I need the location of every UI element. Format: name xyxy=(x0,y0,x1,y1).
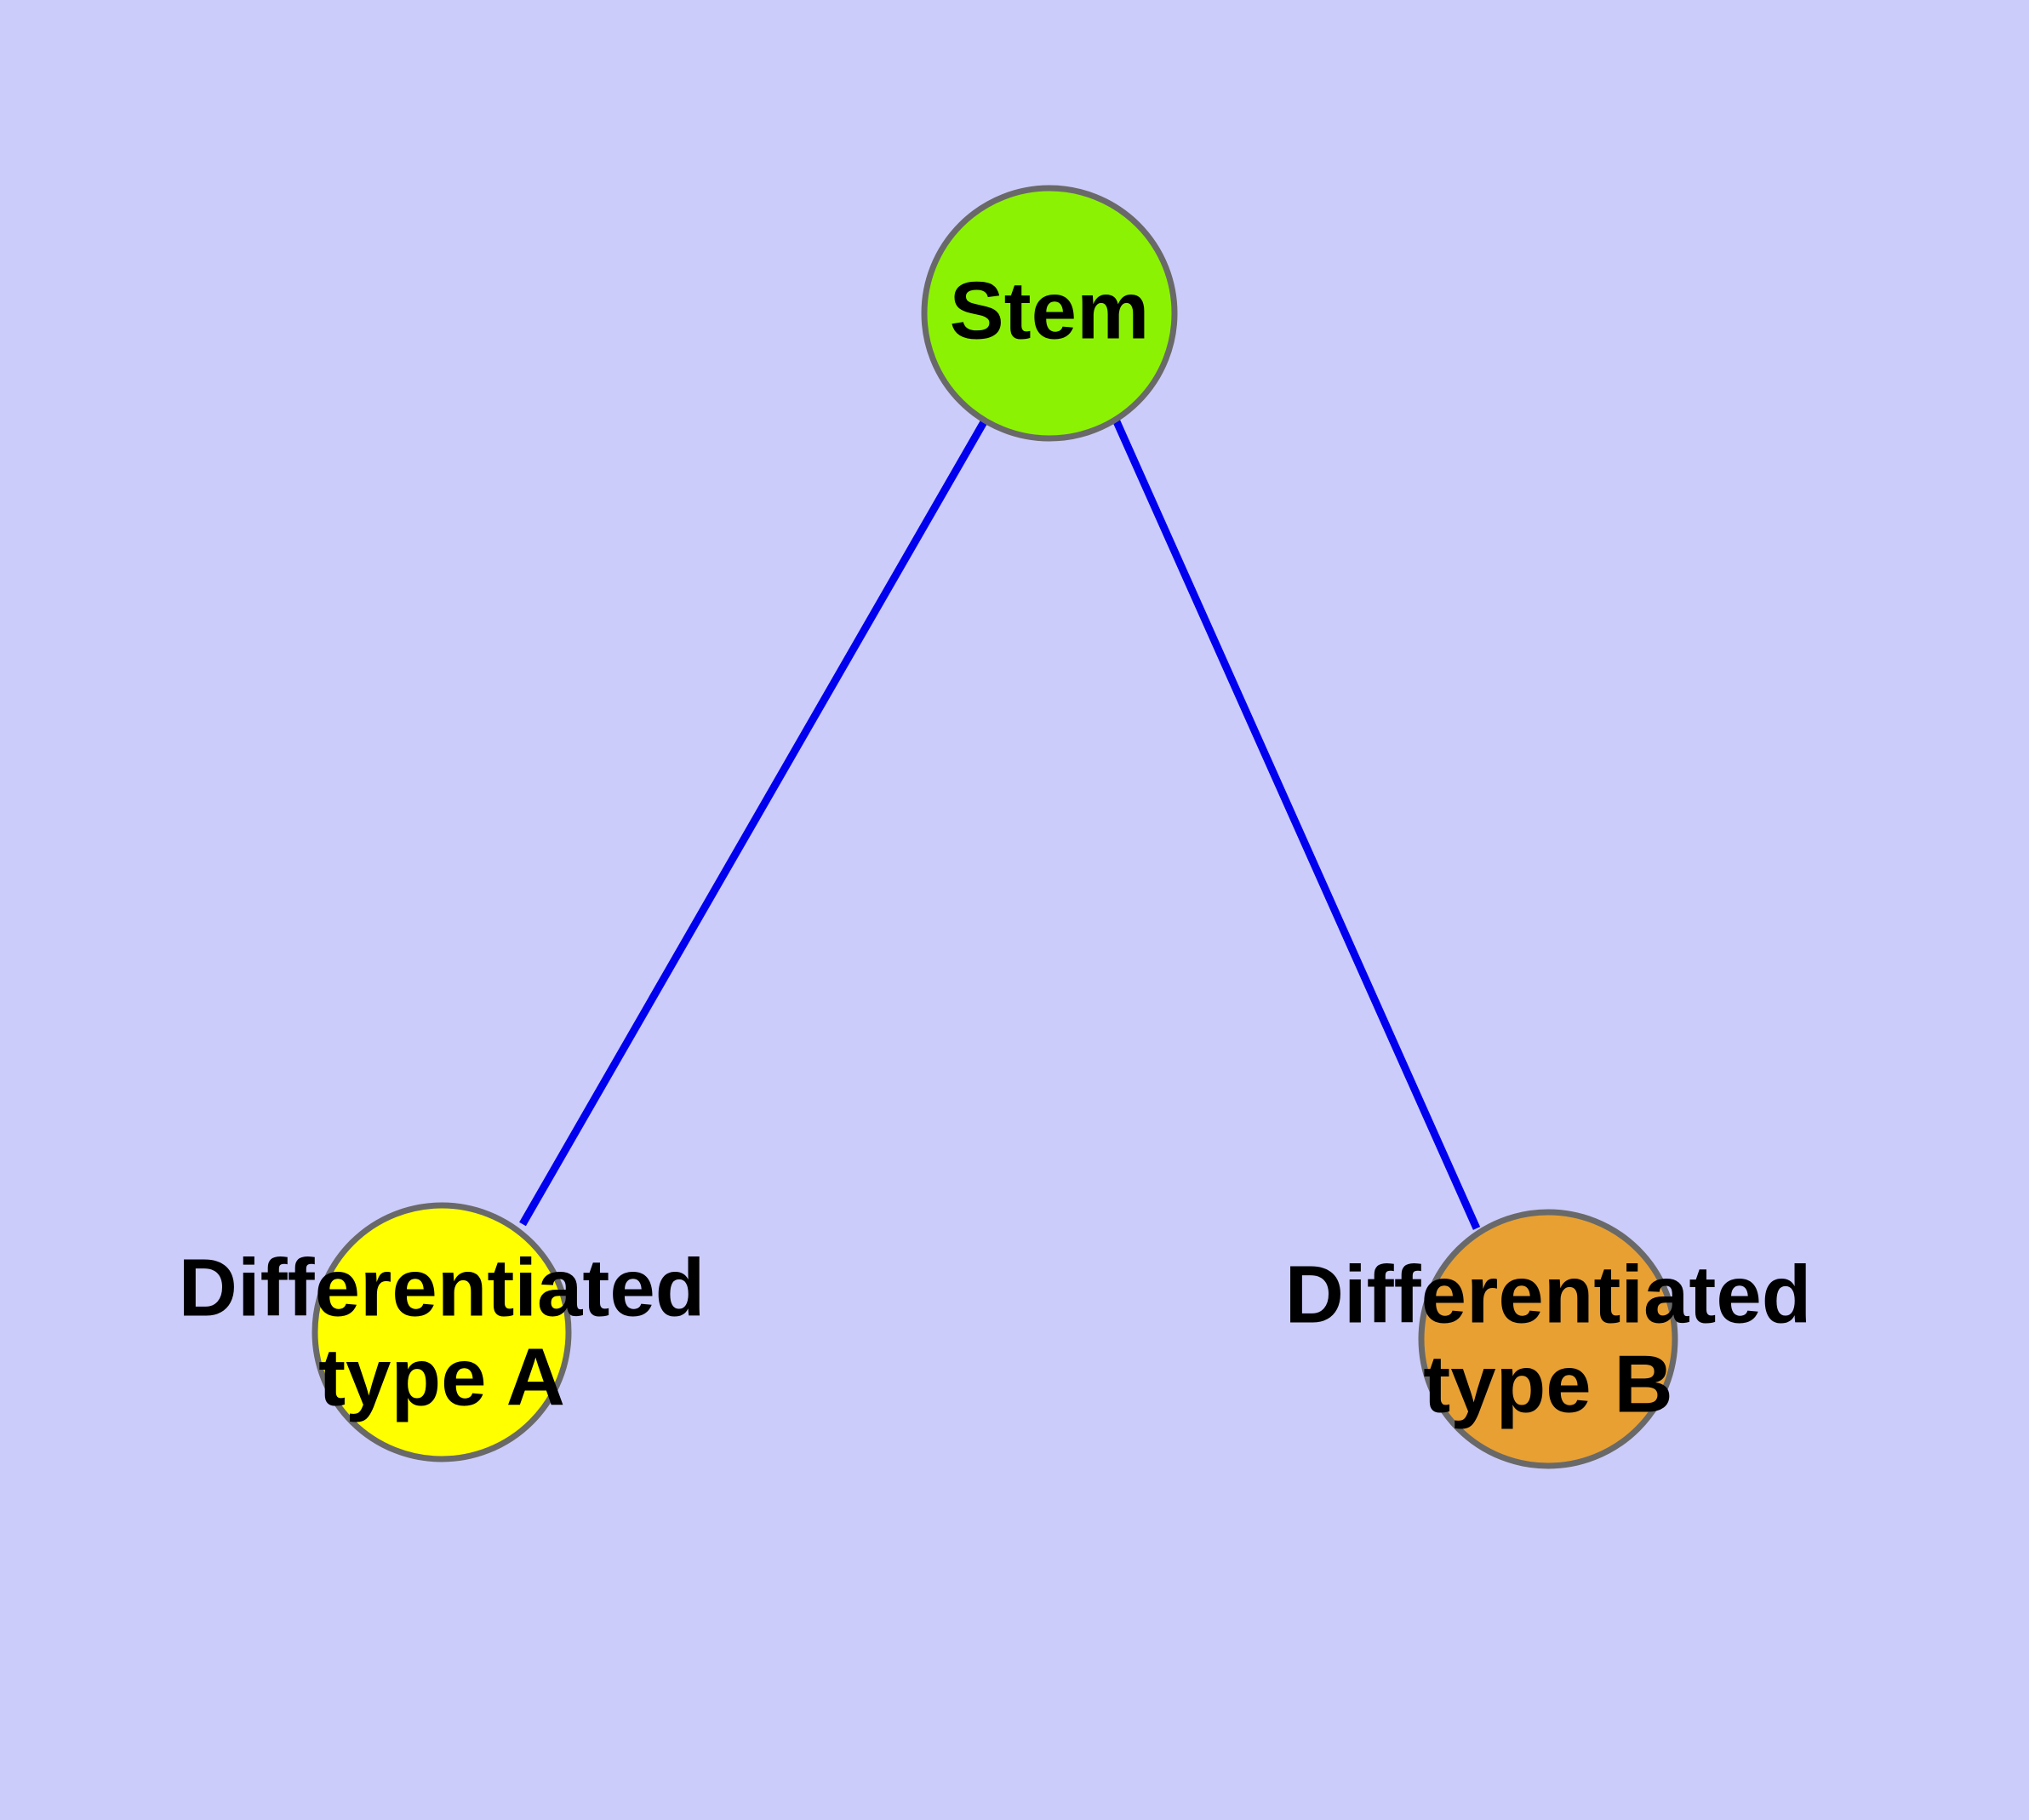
node-label-differentiated-type-b-line2: type B xyxy=(1423,1338,1672,1429)
node-differentiated-type-b[interactable] xyxy=(1418,1209,1678,1469)
nodes-group xyxy=(311,185,1678,1469)
edges-group xyxy=(519,418,1481,1230)
node-differentiated-type-a[interactable] xyxy=(311,1202,572,1462)
edge-stem-to-differentiated-type-b[interactable] xyxy=(1112,418,1481,1230)
node-stem[interactable] xyxy=(921,185,1178,442)
edge-stem-to-differentiated-type-a[interactable] xyxy=(519,418,988,1227)
node-label-differentiated-type-a-line1: Differentiated xyxy=(179,1242,706,1333)
node-label-differentiated-type-a-line2: type A xyxy=(318,1331,565,1422)
node-labels-group: Stem Differentiated type A Differentiate… xyxy=(179,265,1812,1429)
node-label-stem: Stem xyxy=(950,265,1150,356)
node-label-differentiated-type-b-line1: Differentiated xyxy=(1285,1249,1812,1340)
